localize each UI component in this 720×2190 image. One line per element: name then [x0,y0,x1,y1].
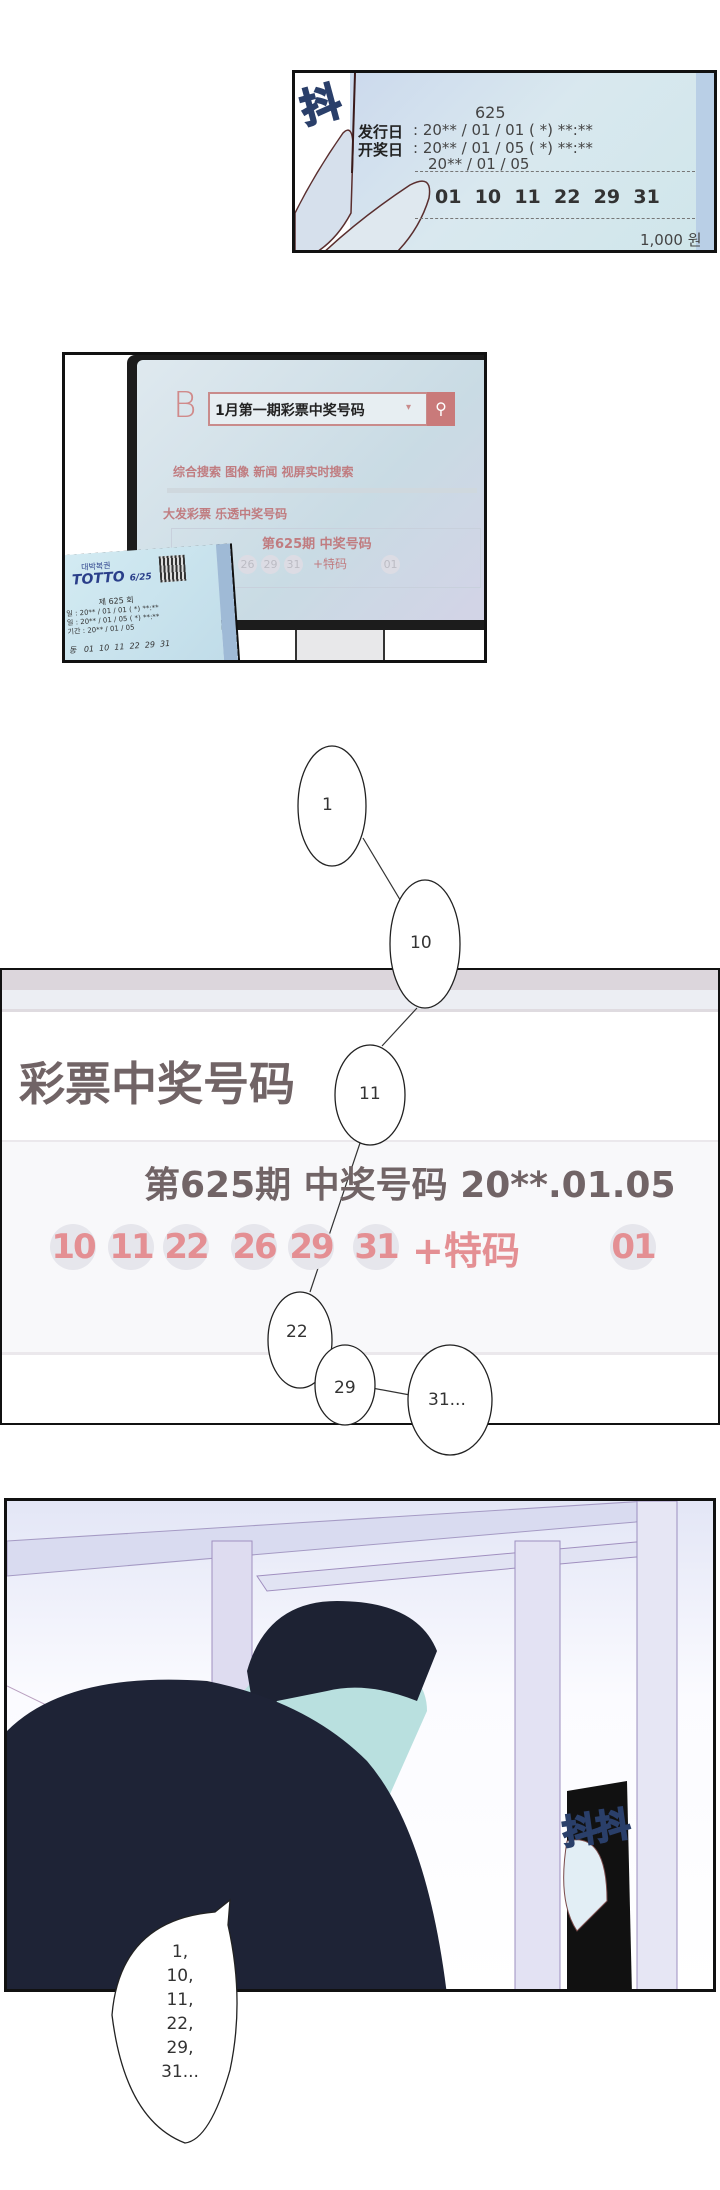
search-button[interactable]: ⚲ [427,392,455,426]
results-subtitle: 第625期 中奖号码 20**.01.05 [144,1165,676,1206]
bubble-text: 29 [334,1378,356,1398]
result-ball: 29 [261,555,280,574]
draw-value: : 20** / 01 / 05 ( *) **:** [413,139,593,157]
ticket-numbers: 01 10 11 22 29 31 [435,186,660,208]
result-title[interactable]: 大发彩票 乐透中奖号码 [163,507,288,521]
speech-bubble [111,1898,238,2144]
man-illustration [7,1501,678,1989]
number-ball: 10 [50,1224,97,1270]
number-ball: 29 [288,1224,335,1270]
speech-bubble [314,1344,376,1426]
monitor-stand [295,630,385,660]
browser-toolbar [2,990,718,1012]
speech-bubble [407,1344,493,1456]
bubble-text: 1 [322,795,333,815]
bubble-text-list: 1, 10, 11, 22, 29, 31... [150,1940,210,2084]
bubble-text: 22 [286,1322,308,1342]
issue-value: : 20** / 01 / 01 ( *) **:** [413,121,593,139]
search-tabs[interactable]: 综合搜索 图像 新闻 视屏实时搜索 [173,465,354,479]
bubble-text: 31... [428,1390,466,1410]
bubble-line: 10, [166,1966,194,1986]
bonus-label: +特码 [313,557,348,571]
ticket-edge [696,73,714,250]
results-title: 彩票中奖号码 [19,1057,295,1111]
bonus-ball: 01 [381,555,401,574]
bubble-line: 29, [166,2038,194,2058]
panel-monitor-search: B 1月第一期彩票中奖号码 ▾ ⚲ 综合搜索 图像 新闻 视屏实时搜索 大发彩票… [62,352,487,663]
number-ball: 11 [108,1224,155,1270]
speech-bubble [389,879,461,1009]
bubble-line: 22, [166,2014,194,2034]
divider [167,488,477,493]
browser-bar [2,970,718,990]
search-query: 1月第一期彩票中奖号码 [215,403,365,419]
issue-label: 发行日 [358,123,404,141]
result-ball: 26 [238,555,257,574]
search-logo: B [173,385,197,426]
divider [415,218,695,219]
speech-bubble [334,1044,406,1146]
magnifier-icon: ⚲ [435,399,447,418]
result-ball: 31 [284,555,303,574]
bubble-line: 31... [161,2062,199,2082]
number-ball: 22 [163,1224,210,1270]
ticket-price: 1,000 원 [640,231,702,249]
panel-results-closeup: 彩票中奖号码 第625期 中奖号码 20**.01.05 10 11 22 26… [0,968,720,1425]
fingers-illustration [295,73,431,250]
result-heading: 第625期 中奖号码 [262,537,372,552]
number-ball: 26 [231,1224,278,1270]
panel-man-reading: 抖抖 [4,1498,716,1992]
speech-bubble [297,745,367,867]
bubble-text: 11 [359,1084,381,1104]
deadline-value: 20** / 01 / 05 [428,155,530,173]
divider [415,171,695,172]
bonus-ball: 01 [610,1224,657,1270]
number-ball: 31 [353,1224,400,1270]
panel-ticket-closeup: 625 发行日 : 20** / 01 / 01 ( *) **:** 开奖日 … [292,70,717,253]
speech-bubble [267,1291,333,1389]
bonus-label: +特码 [412,1229,520,1273]
dropdown-arrow-icon[interactable]: ▾ [406,402,412,413]
bubble-line: 11, [166,1990,194,2010]
bubble-line: 1, [171,1942,189,1962]
ticket-round: 625 [475,103,506,122]
bubble-text: 10 [410,933,432,953]
search-input[interactable]: 1月第一期彩票中奖号码 ▾ [208,392,428,426]
draw-label: 开奖日 [358,141,404,159]
